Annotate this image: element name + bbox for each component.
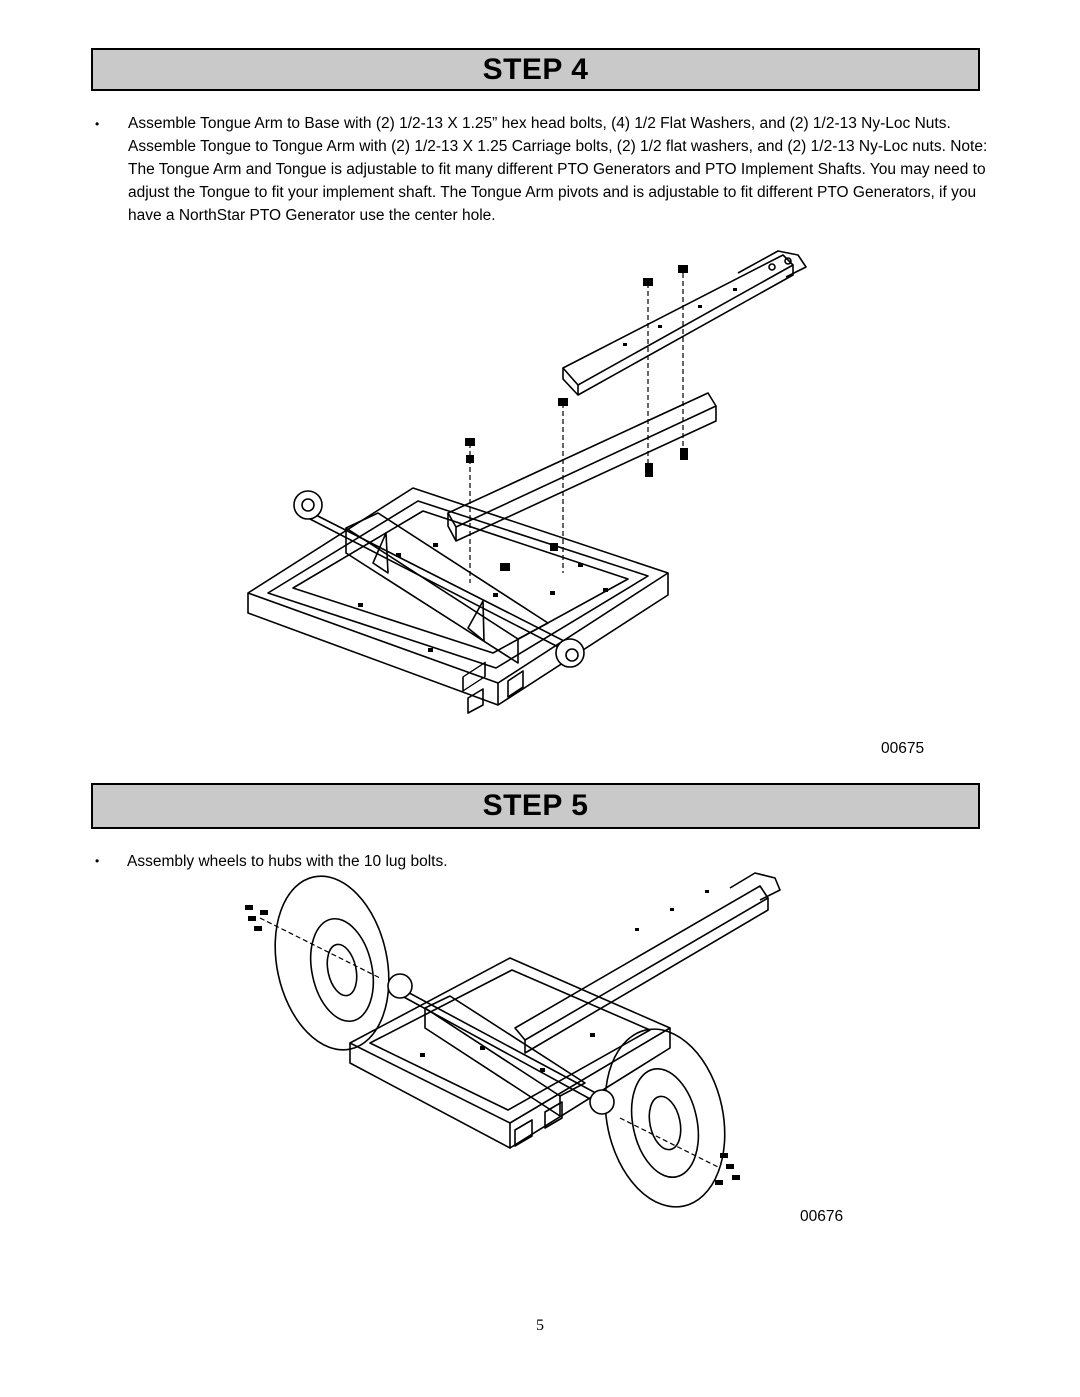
step-5-title: STEP 5 [482,789,589,822]
bullet-marker: • [95,117,100,131]
bullet-marker: • [95,854,100,868]
step-4-header: STEP 4 [91,48,980,91]
step-4-instruction: Assemble Tongue Arm to Base with (2) 1/2… [128,115,988,224]
figure-id-00676: 00676 [800,1208,844,1225]
page-number: 5 [536,1317,544,1334]
step-4-title: STEP 4 [482,52,589,86]
step-5-header: STEP 5 [91,783,980,829]
figure-id-00675: 00675 [881,740,925,757]
wheel-assembly-diagram [245,872,781,1208]
tongue-assembly-diagram [247,250,807,714]
step-5-instruction: Assembly wheels to hubs with the 10 lug … [127,853,448,870]
